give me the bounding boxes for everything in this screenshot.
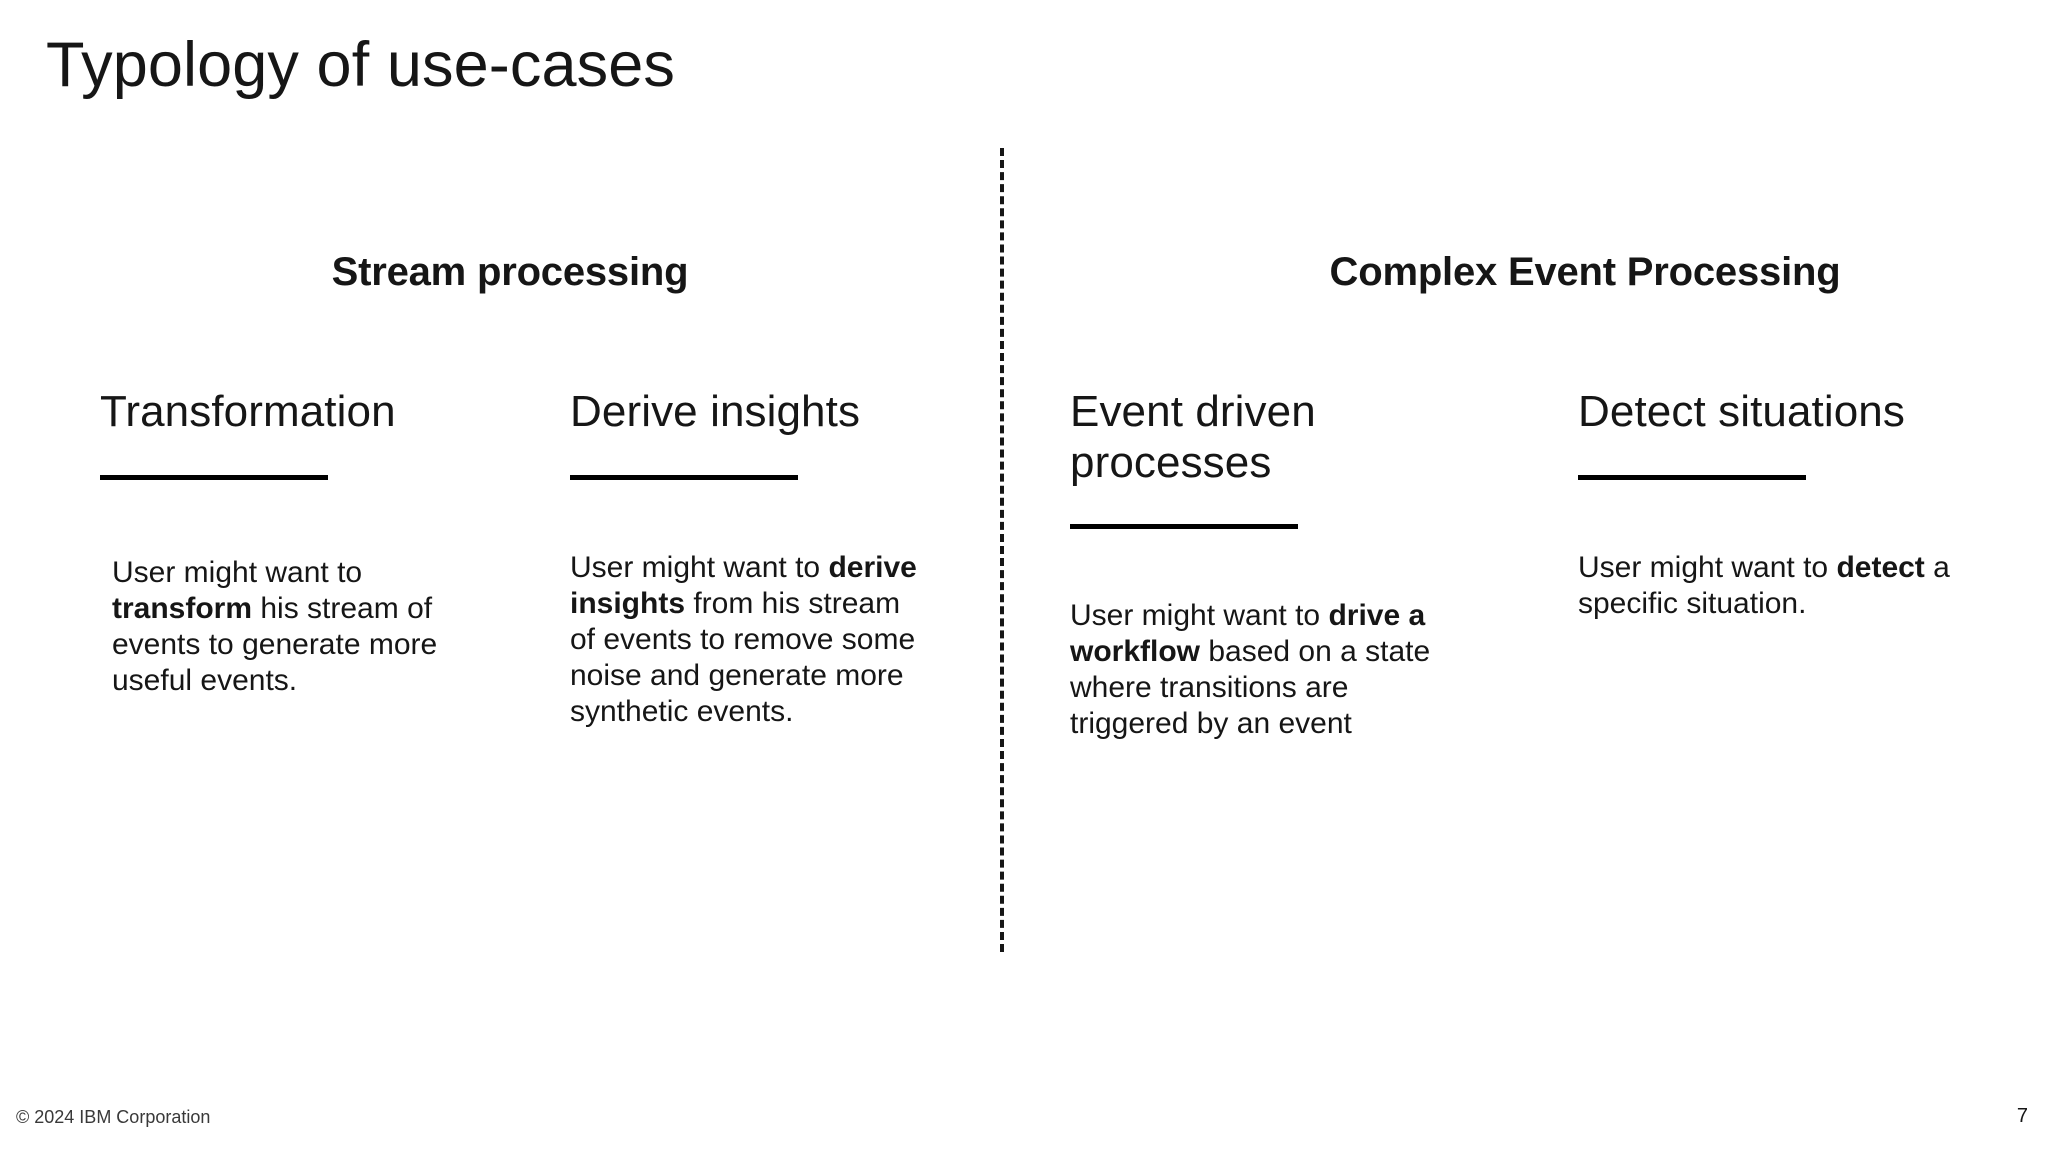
column-body-text: User might want to detect a specific sit… xyxy=(1578,550,1968,622)
body-lead-text: User might want to xyxy=(1070,599,1329,633)
column-heading: Detect situations xyxy=(1578,387,1905,436)
column-underline-rule xyxy=(1070,524,1298,530)
section-header-stream-processing: Stream processing xyxy=(331,250,689,294)
column-transformation: Transformation User might want to transf… xyxy=(100,386,450,699)
body-keyword: detect xyxy=(1836,551,1925,585)
body-lead-text: User might want to xyxy=(112,556,363,590)
vertical-dashed-divider xyxy=(1000,148,1004,952)
column-underline-rule xyxy=(1578,475,1806,481)
body-lead-text: User might want to xyxy=(1578,551,1837,585)
body-tail-text: a specific situation. xyxy=(1578,551,1950,621)
body-keyword: drive a workflow xyxy=(1070,599,1426,669)
column-body-text: User might want to derive insights from … xyxy=(570,550,920,730)
body-tail-text: from his stream of events to remove some… xyxy=(570,587,916,729)
column-body-text: User might want to transform his stream … xyxy=(112,555,442,699)
body-keyword: derive insights xyxy=(570,551,917,621)
body-lead-text: User might want to xyxy=(570,551,829,585)
column-heading: Derive insights xyxy=(570,387,861,436)
body-keyword: transform xyxy=(112,592,253,626)
column-derive-insights: Derive insights User might want to deriv… xyxy=(570,386,930,730)
column-heading: Event driven processes xyxy=(1070,387,1316,488)
column-event-driven-processes: Event driven processes User might want t… xyxy=(1070,386,1470,742)
page-title: Typology of use-cases xyxy=(46,30,675,100)
footer-page-number: 7 xyxy=(2016,1105,2028,1127)
column-underline-rule xyxy=(100,475,328,481)
column-underline-rule xyxy=(570,475,798,481)
section-header-complex-event-processing: Complex Event Processing xyxy=(1329,250,1841,294)
body-tail-text: based on a state where transitions are t… xyxy=(1070,635,1431,741)
column-body-text: User might want to drive a workflow base… xyxy=(1070,598,1460,742)
column-detect-situations: Detect situations User might want to det… xyxy=(1578,386,1988,622)
column-heading: Transformation xyxy=(100,387,396,436)
footer-copyright: © 2024 IBM Corporation xyxy=(16,1107,211,1127)
body-tail-text: his stream of events to generate more us… xyxy=(112,592,438,698)
